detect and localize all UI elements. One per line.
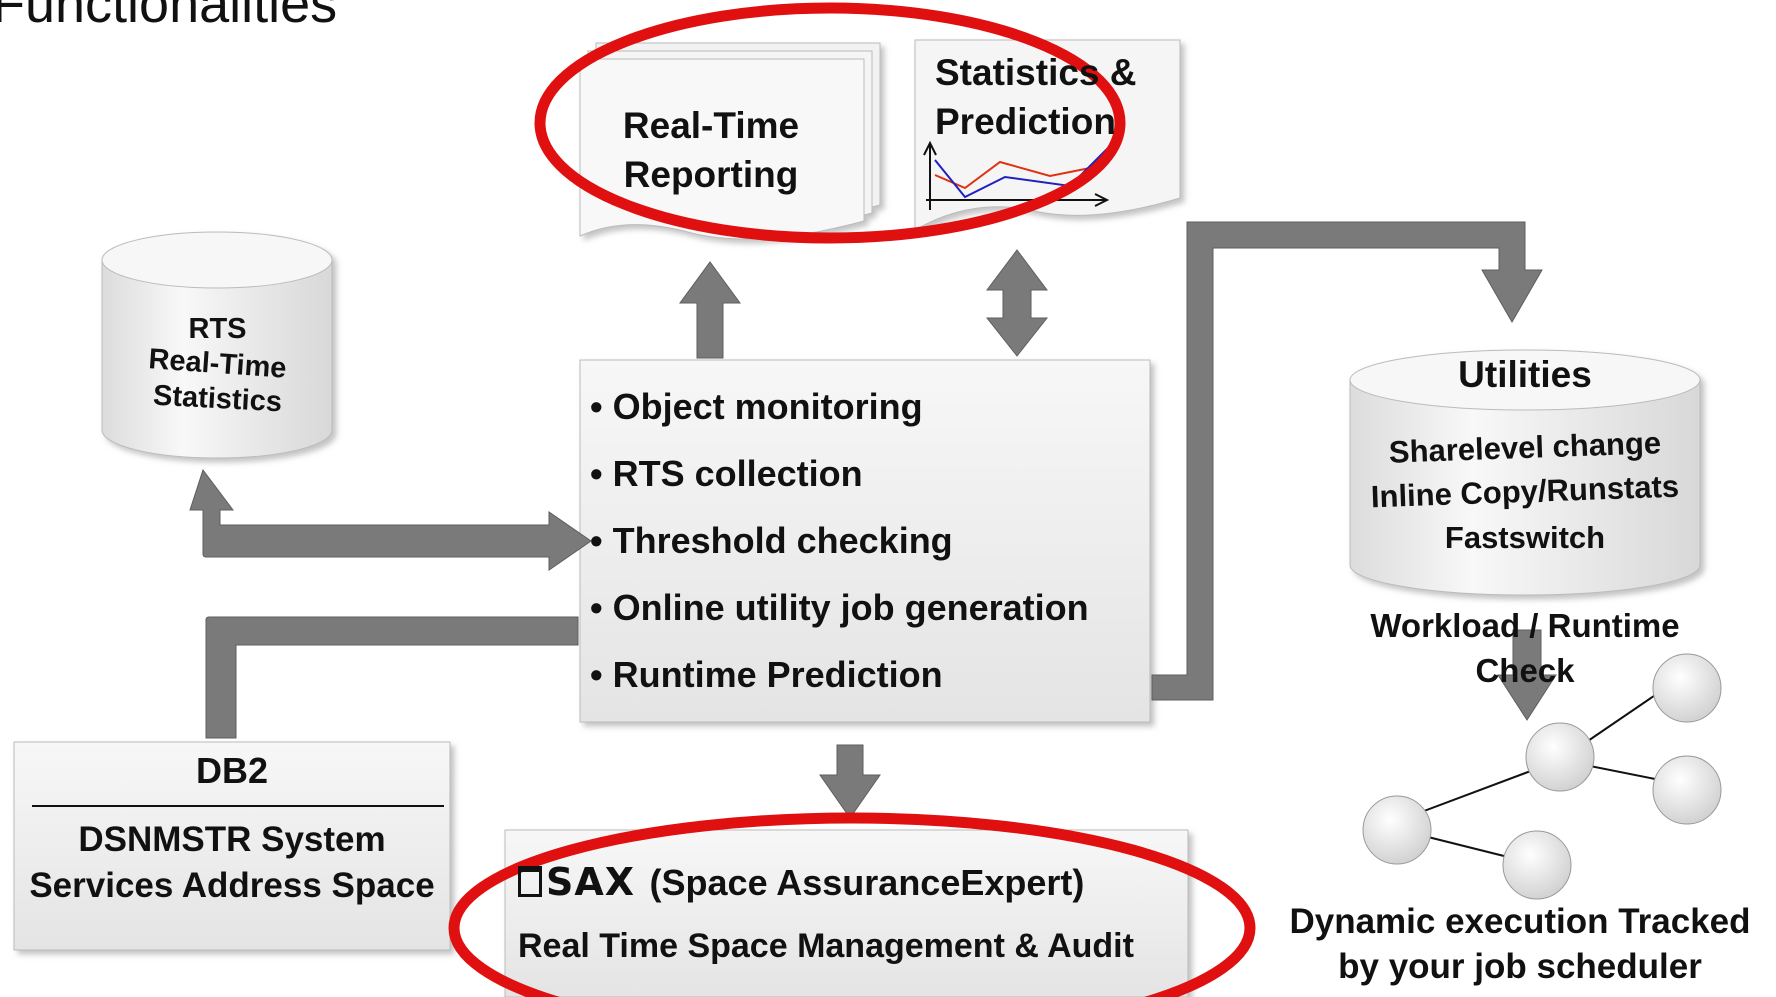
report-label: Real-Time Reporting	[596, 101, 826, 199]
sax-logo-icon	[518, 866, 542, 897]
arrow-core-to-utilities	[1151, 221, 1543, 701]
node-ball	[1502, 830, 1572, 900]
report-document-stack	[579, 42, 881, 240]
core-bullet: • Object monitoring	[590, 386, 923, 427]
rts-label: RTS Real-Time Statistics	[110, 312, 325, 418]
db2-box	[13, 741, 451, 951]
arrow-core-to-report	[679, 261, 741, 359]
scheduler-line: Dynamic execution Tracked	[1289, 902, 1751, 941]
sax-title-row: SAX (Space AssuranceExpert)	[518, 860, 1084, 904]
sax-logo: SAX	[546, 860, 636, 904]
core-bullet: • Runtime Prediction	[590, 654, 943, 695]
arrow-core-stats-bidirectional	[985, 249, 1049, 357]
sax-name: (Space AssuranceExpert)	[649, 862, 1085, 903]
node-ball	[1525, 722, 1595, 792]
page-title: Functionalities	[0, 0, 338, 34]
node-ball	[1362, 795, 1432, 865]
rts-label-line1: RTS	[188, 313, 247, 345]
core-process-box	[579, 359, 1151, 723]
node-ball	[1652, 653, 1722, 723]
utilities-title: Utilities	[1458, 354, 1592, 395]
scheduler-line: by your job scheduler	[1338, 947, 1702, 986]
utilities-check-line1: Workload / Runtime	[1370, 607, 1680, 644]
highlight-ellipse-top	[534, 2, 1126, 244]
db2-line: Services Address Space	[29, 866, 435, 905]
report-label-line1: Real-Time	[622, 105, 800, 146]
core-bullet: • Online utility job generation	[590, 587, 1089, 628]
stats-label-line2: Prediction	[935, 101, 1116, 142]
arrows	[189, 221, 1557, 819]
utilities-cylinder	[1349, 349, 1701, 596]
utilities-check-line2: Check	[1475, 652, 1575, 689]
sax-subtitle: Real Time Space Management & Audit	[518, 927, 1134, 965]
core-bullet: • RTS collection	[590, 453, 863, 494]
scheduler-network	[1362, 653, 1722, 900]
report-label-line2: Reporting	[623, 154, 799, 195]
stats-label: Statistics & Prediction	[935, 48, 1137, 146]
core-bullet: • Threshold checking	[590, 520, 953, 561]
utilities-line: Fastswitch	[1444, 520, 1606, 555]
highlight-ellipse-bottom	[448, 812, 1256, 997]
rts-cylinder	[101, 231, 333, 459]
connector-core-db2	[205, 616, 579, 739]
node-ball	[1652, 755, 1722, 825]
db2-title: DB2	[195, 750, 269, 791]
sax-box	[504, 829, 1189, 997]
db2-line: DSNMSTR System	[78, 820, 386, 859]
stats-label-line1: Statistics &	[935, 52, 1137, 93]
arrow-core-to-sax	[819, 744, 881, 819]
arrow-rts-core-bidirectional	[189, 468, 592, 571]
arrow-utilities-to-scheduler	[1497, 629, 1557, 721]
